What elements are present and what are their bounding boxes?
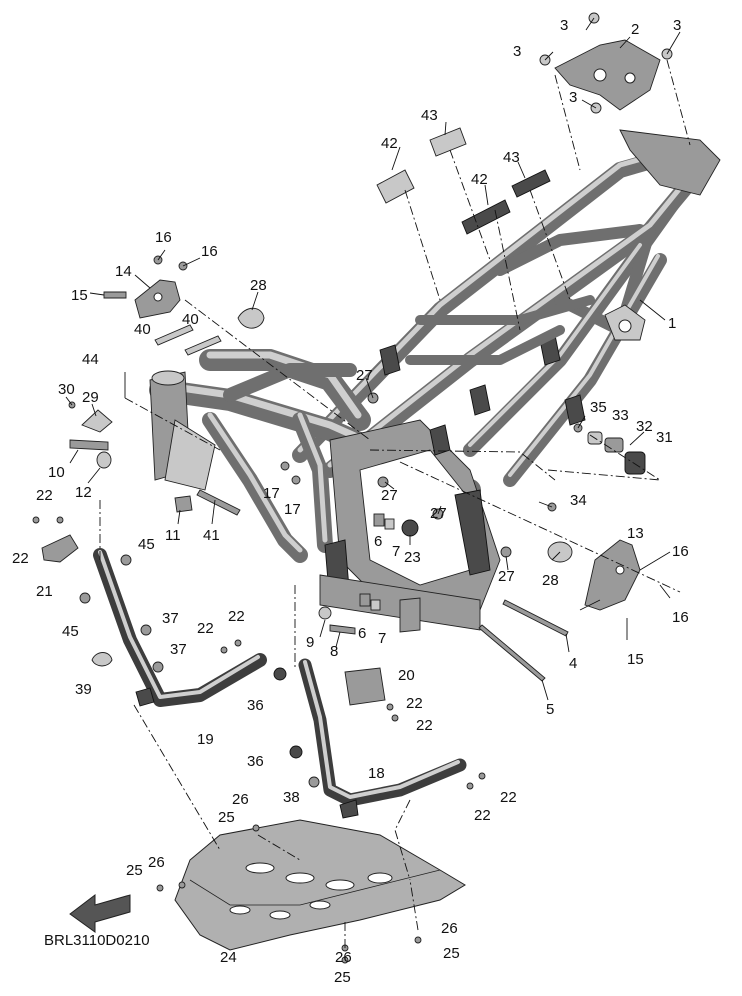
callout-7a: 7 xyxy=(392,543,400,560)
callout-40a: 40 xyxy=(134,321,151,338)
diagram-code: BRL3110D0210 xyxy=(44,932,150,949)
callout-28a: 28 xyxy=(250,277,267,294)
callout-7b: 7 xyxy=(378,630,386,647)
callout-12: 12 xyxy=(75,484,92,501)
front-arrow-icon xyxy=(69,893,131,933)
callout-30: 30 xyxy=(58,381,75,398)
main-frame xyxy=(149,129,721,633)
callout-45b: 45 xyxy=(62,623,79,640)
callout-1: 1 xyxy=(668,315,676,332)
callout-26a: 26 xyxy=(232,791,249,808)
callout-45a: 45 xyxy=(138,536,155,553)
callout-22g: 22 xyxy=(500,789,517,806)
callout-25b: 25 xyxy=(126,862,143,879)
callout-16d: 16 xyxy=(672,609,689,626)
callout-18: 18 xyxy=(368,765,385,782)
callout-17a: 17 xyxy=(263,485,280,502)
callout-2: 2 xyxy=(631,21,639,38)
callout-40b: 40 xyxy=(182,311,199,328)
callout-38: 38 xyxy=(283,789,300,806)
callout-27a: 27 xyxy=(356,367,373,384)
callout-42a: 42 xyxy=(381,135,398,152)
callout-10: 10 xyxy=(48,464,65,481)
callout-33: 33 xyxy=(612,407,629,424)
callout-26c: 26 xyxy=(441,920,458,937)
callout-36a: 36 xyxy=(247,697,264,714)
skid-plate xyxy=(156,819,466,964)
seat-rail-caps xyxy=(376,127,551,235)
callout-37b: 37 xyxy=(170,641,187,658)
callout-32: 32 xyxy=(636,418,653,435)
callout-26b: 26 xyxy=(148,854,165,871)
callout-5: 5 xyxy=(546,701,554,718)
callout-34: 34 xyxy=(570,492,587,509)
callout-15a: 15 xyxy=(71,287,88,304)
callout-19: 19 xyxy=(197,731,214,748)
callout-8: 8 xyxy=(330,643,338,660)
callout-22d: 22 xyxy=(228,608,245,625)
engine-brackets xyxy=(134,279,641,611)
callout-6a: 6 xyxy=(374,533,382,550)
callout-16b: 16 xyxy=(201,243,218,260)
callout-28b: 28 xyxy=(542,572,559,589)
callout-4: 4 xyxy=(569,655,577,672)
callout-35: 35 xyxy=(590,399,607,416)
callout-22b: 22 xyxy=(12,550,29,567)
callout-20: 20 xyxy=(398,667,415,684)
callout-27c: 27 xyxy=(430,505,447,522)
callout-17b: 17 xyxy=(284,501,301,518)
callout-43b: 43 xyxy=(503,149,520,166)
callout-labels: 1 2 3 3 3 3 4 5 6 6 7 7 8 9 10 11 12 13 … xyxy=(12,17,689,986)
hardware xyxy=(32,255,646,790)
callout-29: 29 xyxy=(82,389,99,406)
callout-22h: 22 xyxy=(474,807,491,824)
callout-42b: 42 xyxy=(471,171,488,188)
seat-bracket-2 xyxy=(539,12,673,114)
callout-36b: 36 xyxy=(247,753,264,770)
callout-16a: 16 xyxy=(155,229,172,246)
callout-22c: 22 xyxy=(197,620,214,637)
callout-31: 31 xyxy=(656,429,673,446)
callout-25d: 25 xyxy=(334,969,351,986)
callout-41: 41 xyxy=(203,527,220,544)
callout-3a: 3 xyxy=(560,17,568,34)
callout-15b: 15 xyxy=(627,651,644,668)
callout-14: 14 xyxy=(115,263,132,280)
callout-3c: 3 xyxy=(673,17,681,34)
engine-guards xyxy=(93,548,467,819)
callout-37a: 37 xyxy=(162,610,179,627)
callout-6b: 6 xyxy=(358,625,366,642)
callout-22f: 22 xyxy=(416,717,433,734)
callout-16c: 16 xyxy=(672,543,689,560)
callout-22e: 22 xyxy=(406,695,423,712)
callout-21: 21 xyxy=(36,583,53,600)
callout-13: 13 xyxy=(627,525,644,542)
callout-24: 24 xyxy=(220,949,237,966)
callout-11: 11 xyxy=(165,527,181,544)
callout-3d: 3 xyxy=(569,89,577,106)
callout-26d: 26 xyxy=(335,949,352,966)
callout-23: 23 xyxy=(404,549,421,566)
callout-39: 39 xyxy=(75,681,92,698)
callout-9: 9 xyxy=(306,634,314,651)
callout-3b: 3 xyxy=(513,43,521,60)
callout-27d: 27 xyxy=(498,568,515,585)
callout-22a: 22 xyxy=(36,487,53,504)
callout-27b: 27 xyxy=(381,487,398,504)
callout-44: 44 xyxy=(82,351,99,368)
callout-25c: 25 xyxy=(443,945,460,962)
callout-43a: 43 xyxy=(421,107,438,124)
leader-lines xyxy=(65,17,691,948)
callout-25a: 25 xyxy=(218,809,235,826)
